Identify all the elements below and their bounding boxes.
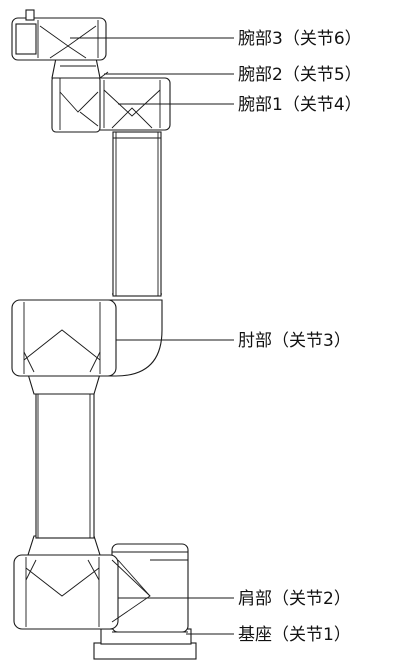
wrist3-joint xyxy=(11,9,107,61)
lower-link xyxy=(27,373,101,539)
label-base: 基座（关节1） xyxy=(238,625,351,645)
label-wrist1: 腕部1（关节4） xyxy=(238,95,362,115)
label-elbow: 肘部（关节3） xyxy=(238,331,351,351)
wrist2-joint xyxy=(51,57,109,133)
shoulder-joint xyxy=(13,535,189,633)
label-shoulder: 肩部（关节2） xyxy=(238,589,351,609)
label-wrist3: 腕部3（关节6） xyxy=(238,29,362,49)
upper-link xyxy=(112,131,162,297)
base-joint xyxy=(93,628,197,660)
elbow-joint xyxy=(11,293,163,377)
label-wrist2: 腕部2（关节5） xyxy=(238,65,362,85)
